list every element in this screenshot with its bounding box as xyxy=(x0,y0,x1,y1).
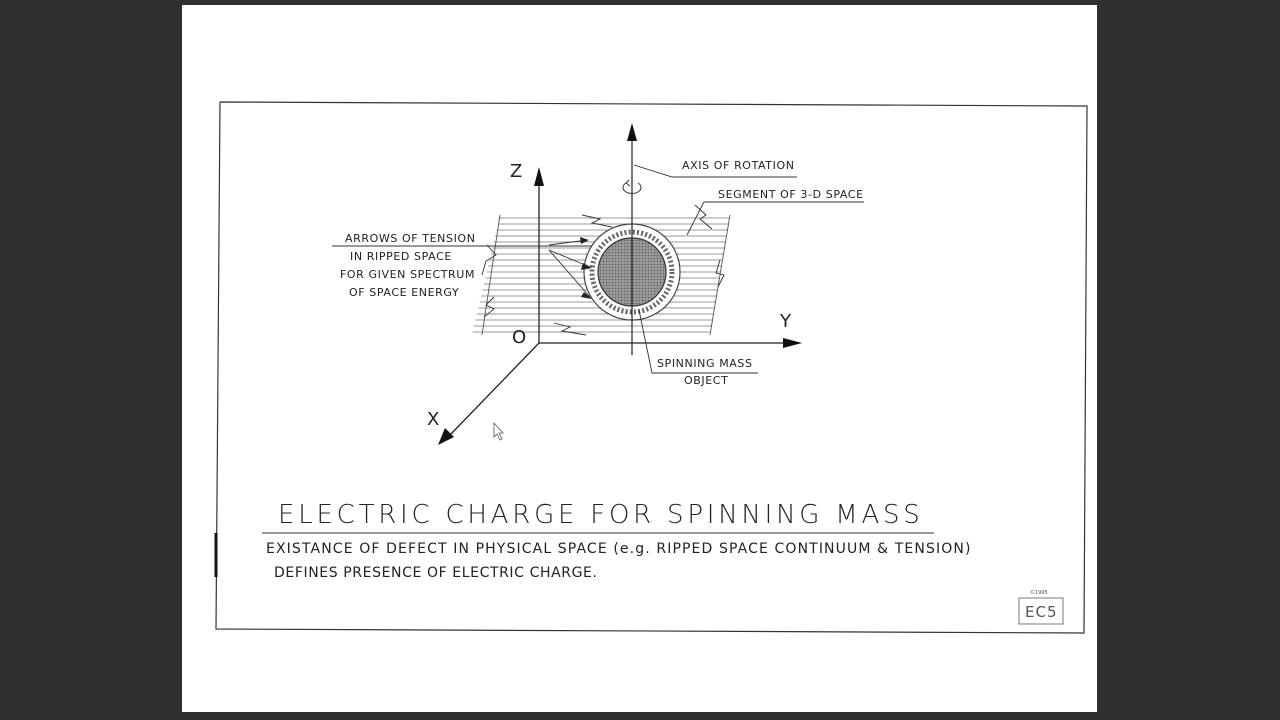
x-axis-arrowhead xyxy=(438,428,454,445)
tension-label-line4: OF SPACE ENERGY xyxy=(349,286,459,299)
description-line1: EXISTANCE OF DEFECT IN PHYSICAL SPACE (e… xyxy=(266,541,971,557)
x-axis-label: X xyxy=(427,409,439,430)
spinning-mass-label-line1: SPINNING MASS xyxy=(657,357,753,370)
mouse-cursor-icon xyxy=(493,421,504,441)
segment-of-space-label: SEGMENT OF 3-D SPACE xyxy=(718,188,864,201)
description-line2: DEFINES PRESENCE OF ELECTRIC CHARGE. xyxy=(274,565,598,581)
diagram-title: ELECTRIC CHARGE FOR SPINNING MASS xyxy=(278,500,923,530)
spinning-mass-label-line2: OBJECT xyxy=(684,374,728,387)
x-axis xyxy=(449,342,540,436)
diagram-svg: Z Y X O AXIS OF ROTATION SEGMENT OF 3-D … xyxy=(214,101,1088,634)
drawing-border xyxy=(215,101,1088,634)
y-axis-arrowhead xyxy=(783,338,802,348)
z-axis-arrowhead xyxy=(534,167,544,186)
document-page: Z Y X O AXIS OF ROTATION SEGMENT OF 3-D … xyxy=(182,5,1097,712)
z-axis-label: Z xyxy=(510,161,522,182)
rotation-arrow-icon xyxy=(622,182,642,194)
sheet-code-box xyxy=(1018,597,1064,625)
tension-label-line2: IN RIPPED SPACE xyxy=(350,250,452,263)
leader-lines xyxy=(332,164,864,374)
copyright-mark: ©1995 xyxy=(1030,589,1048,596)
origin-label: O xyxy=(512,327,526,348)
tension-label-line1: ARROWS OF TENSION xyxy=(345,232,476,245)
axis-of-rotation-label: AXIS OF ROTATION xyxy=(682,159,795,172)
y-axis-label: Y xyxy=(779,311,792,332)
rotation-axis-arrowhead xyxy=(627,123,637,141)
tension-label-line3: FOR GIVEN SPECTRUM xyxy=(340,268,475,281)
plane-edge-right xyxy=(709,214,731,336)
sheet-code: EC5 xyxy=(1025,603,1058,621)
plane-edge-left xyxy=(481,214,501,336)
